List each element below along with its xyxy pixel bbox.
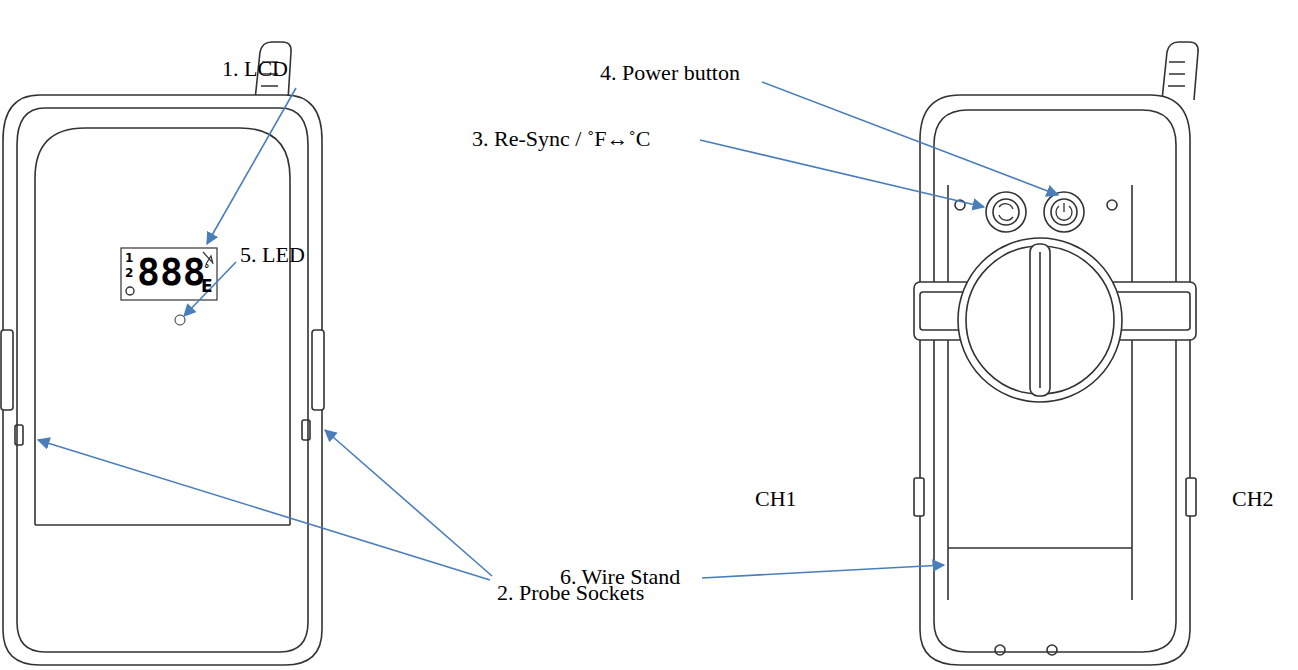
lcd-digits: 888 — [137, 253, 206, 291]
lcd-channel: 2 — [125, 267, 133, 279]
callout-label: 4. Power button — [600, 62, 740, 84]
lcd-unit: E — [201, 278, 213, 295]
channel-label: CH2 — [1232, 488, 1274, 510]
callout-label: 3. Re-Sync / ˚F↔˚C — [472, 128, 650, 150]
channel-label: CH1 — [755, 488, 797, 510]
lcd-degree: ° — [204, 263, 210, 274]
back-view — [914, 42, 1198, 665]
leader-lines — [38, 82, 1058, 580]
callout-label: 5. LED — [240, 244, 305, 266]
callout-label: 1. LCD — [222, 58, 288, 80]
callout-label: 6. Wire Stand — [560, 566, 680, 588]
front-view — [1, 42, 324, 665]
lcd-channel: 1 — [125, 252, 133, 264]
